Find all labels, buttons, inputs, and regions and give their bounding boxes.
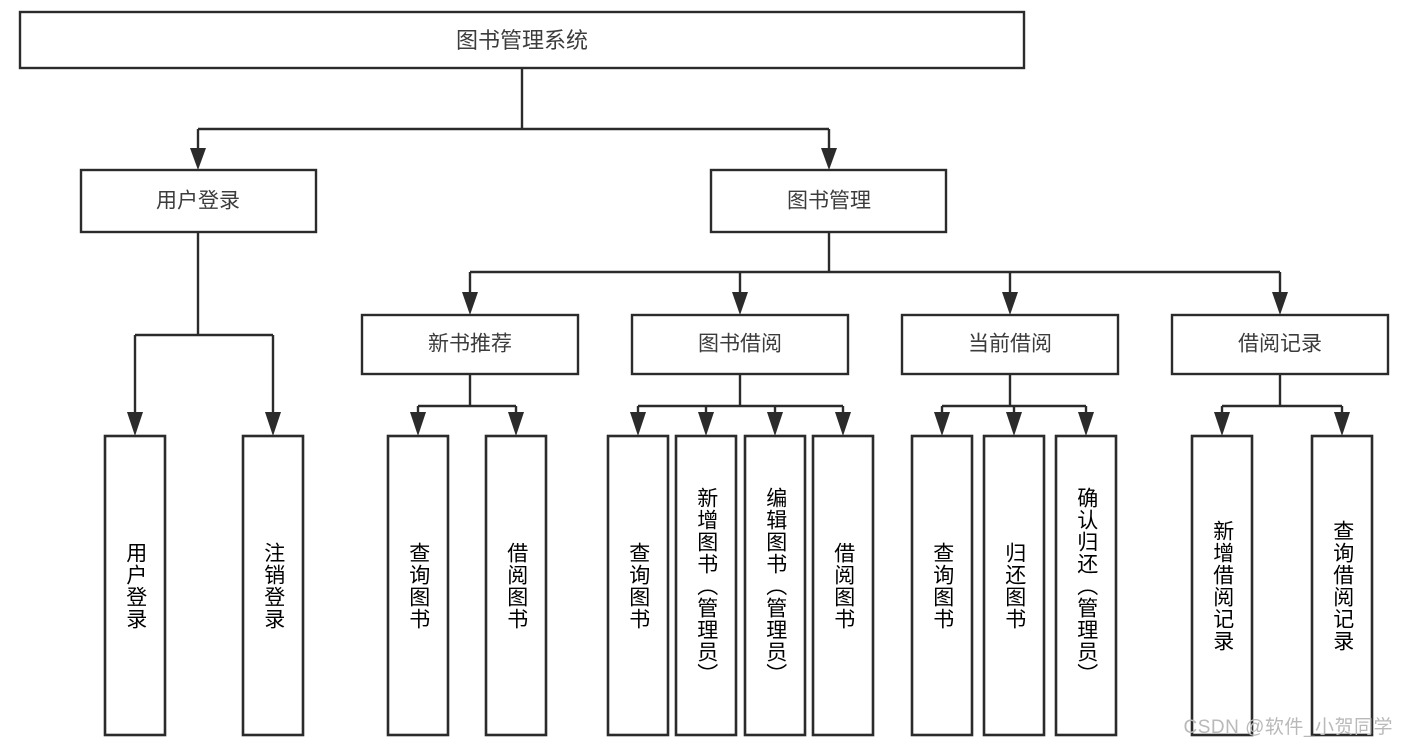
node-leaf-add-borrow-record-box[interactable] (1190, 434, 1254, 737)
node-new-book-recommend[interactable]: 新书推荐 (360, 313, 580, 376)
arrow-current-borrow-leaf3 (1078, 412, 1094, 436)
node-new-book-recommend-box[interactable] (360, 313, 580, 376)
node-leaf-return-book-label: 归还图书 (1002, 541, 1026, 630)
node-leaf-edit-book-admin[interactable]: 编辑图书（管理员） (743, 434, 807, 737)
node-leaf-add-book-admin-label: 新增图书（管理员） (694, 486, 718, 685)
arrow-borrow-record-leaf2 (1334, 412, 1350, 436)
node-leaf-logout-login[interactable]: 注销登录 (241, 434, 305, 737)
arrow-borrow-record-leaf1 (1214, 412, 1230, 436)
node-leaf-query-book-3[interactable]: 查询图书 (910, 434, 974, 737)
node-root-box[interactable] (18, 10, 1026, 70)
node-current-borrow-label: 当前借阅 (968, 333, 1052, 356)
node-leaf-add-book-admin-box[interactable] (674, 434, 738, 737)
node-leaf-query-book-2[interactable]: 查询图书 (606, 434, 670, 737)
node-leaf-user-login[interactable]: 用户登录 (103, 434, 167, 737)
node-leaf-query-book-1[interactable]: 查询图书 (386, 434, 450, 737)
connector-group-book-borrow (630, 374, 851, 436)
connector-group-root (190, 68, 837, 170)
arrow-root-to-book-manage (821, 148, 837, 170)
node-borrow-record-label: 借阅记录 (1238, 333, 1322, 356)
node-leaf-borrow-book-1-box[interactable] (484, 434, 548, 737)
arrow-book-borrow-leaf3 (767, 412, 783, 436)
arrow-to-borrow-record (1272, 292, 1288, 315)
node-leaf-logout-login-box[interactable] (241, 434, 305, 737)
node-book-manage[interactable]: 图书管理 (709, 168, 948, 234)
node-leaf-add-book-admin[interactable]: 新增图书（管理员） (674, 434, 738, 737)
arrow-new-book-leaf1 (410, 412, 426, 436)
arrow-user-login-leaf2 (265, 412, 281, 436)
node-leaf-user-login-box[interactable] (103, 434, 167, 737)
connector-group-borrow-record (1214, 374, 1350, 436)
arrow-new-book-leaf2 (508, 412, 524, 436)
node-leaf-borrow-book-2-box[interactable] (811, 434, 875, 737)
arrow-current-borrow-leaf1 (934, 412, 950, 436)
node-leaf-confirm-return-admin-box[interactable] (1054, 434, 1118, 737)
node-leaf-return-book[interactable]: 归还图书 (982, 434, 1046, 737)
node-leaf-confirm-return-admin[interactable]: 确认归还（管理员） (1054, 434, 1118, 737)
node-leaf-logout-login-label: 注销登录 (261, 541, 285, 630)
arrow-root-to-user-login (190, 148, 206, 170)
node-borrow-record-box[interactable] (1170, 313, 1390, 376)
node-leaf-query-book-3-label: 查询图书 (930, 541, 954, 630)
node-leaf-query-borrow-record-label: 查询借阅记录 (1330, 519, 1354, 652)
node-leaf-edit-book-admin-box[interactable] (743, 434, 807, 737)
node-leaf-borrow-book-1[interactable]: 借阅图书 (484, 434, 548, 737)
node-leaf-query-book-2-box[interactable] (606, 434, 670, 737)
connector-group-current-borrow (934, 374, 1094, 436)
node-book-borrow[interactable]: 图书借阅 (630, 313, 850, 376)
node-leaf-query-borrow-record[interactable]: 查询借阅记录 (1310, 434, 1374, 737)
node-leaf-add-borrow-record-label: 新增借阅记录 (1210, 519, 1234, 652)
arrow-book-borrow-leaf2 (698, 412, 714, 436)
node-leaf-query-book-2-label: 查询图书 (626, 541, 650, 630)
node-leaf-query-book-3-box[interactable] (910, 434, 974, 737)
arrow-to-book-borrow (732, 292, 748, 315)
node-book-borrow-label: 图书借阅 (698, 333, 782, 356)
node-root[interactable]: 图书管理系统 (18, 10, 1026, 70)
node-leaf-borrow-book-1-label: 借阅图书 (504, 541, 528, 630)
node-leaf-borrow-book-2-label: 借阅图书 (831, 541, 855, 630)
node-book-manage-box[interactable] (709, 168, 948, 234)
arrow-book-borrow-leaf4 (835, 412, 851, 436)
arrow-user-login-leaf1 (127, 412, 143, 436)
node-root-label: 图书管理系统 (456, 28, 588, 53)
connector-group-new-book-recommend (410, 374, 524, 436)
node-leaf-edit-book-admin-label: 编辑图书（管理员） (763, 486, 787, 685)
arrow-to-current-borrow (1002, 292, 1018, 315)
connector-group-book-manage (462, 232, 1288, 315)
node-user-login[interactable]: 用户登录 (79, 168, 318, 234)
node-leaf-confirm-return-admin-label: 确认归还（管理员） (1074, 486, 1098, 685)
node-leaf-borrow-book-2[interactable]: 借阅图书 (811, 434, 875, 737)
arrow-current-borrow-leaf2 (1006, 412, 1022, 436)
connector-group-user-login (127, 232, 281, 436)
csdn-watermark: CSDN @软件_小贺同学 (1183, 717, 1393, 738)
node-leaf-add-borrow-record[interactable]: 新增借阅记录 (1190, 434, 1254, 737)
node-leaf-query-book-1-box[interactable] (386, 434, 450, 737)
node-user-login-box[interactable] (79, 168, 318, 234)
node-current-borrow[interactable]: 当前借阅 (900, 313, 1120, 376)
node-borrow-record[interactable]: 借阅记录 (1170, 313, 1390, 376)
node-user-login-label: 用户登录 (156, 190, 240, 213)
node-leaf-return-book-box[interactable] (982, 434, 1046, 737)
node-new-book-recommend-label: 新书推荐 (428, 333, 512, 356)
node-leaf-query-borrow-record-box[interactable] (1310, 434, 1374, 737)
node-book-borrow-box[interactable] (630, 313, 850, 376)
node-current-borrow-box[interactable] (900, 313, 1120, 376)
arrow-to-new-book-recommend (462, 292, 478, 315)
node-leaf-query-book-1-label: 查询图书 (406, 541, 430, 630)
leaf-nodes-group: 用户登录 注销登录 查询图书 (103, 434, 1374, 737)
node-leaf-user-login-label: 用户登录 (123, 541, 147, 630)
arrow-book-borrow-leaf1 (630, 412, 646, 436)
node-book-manage-label: 图书管理 (787, 190, 871, 213)
